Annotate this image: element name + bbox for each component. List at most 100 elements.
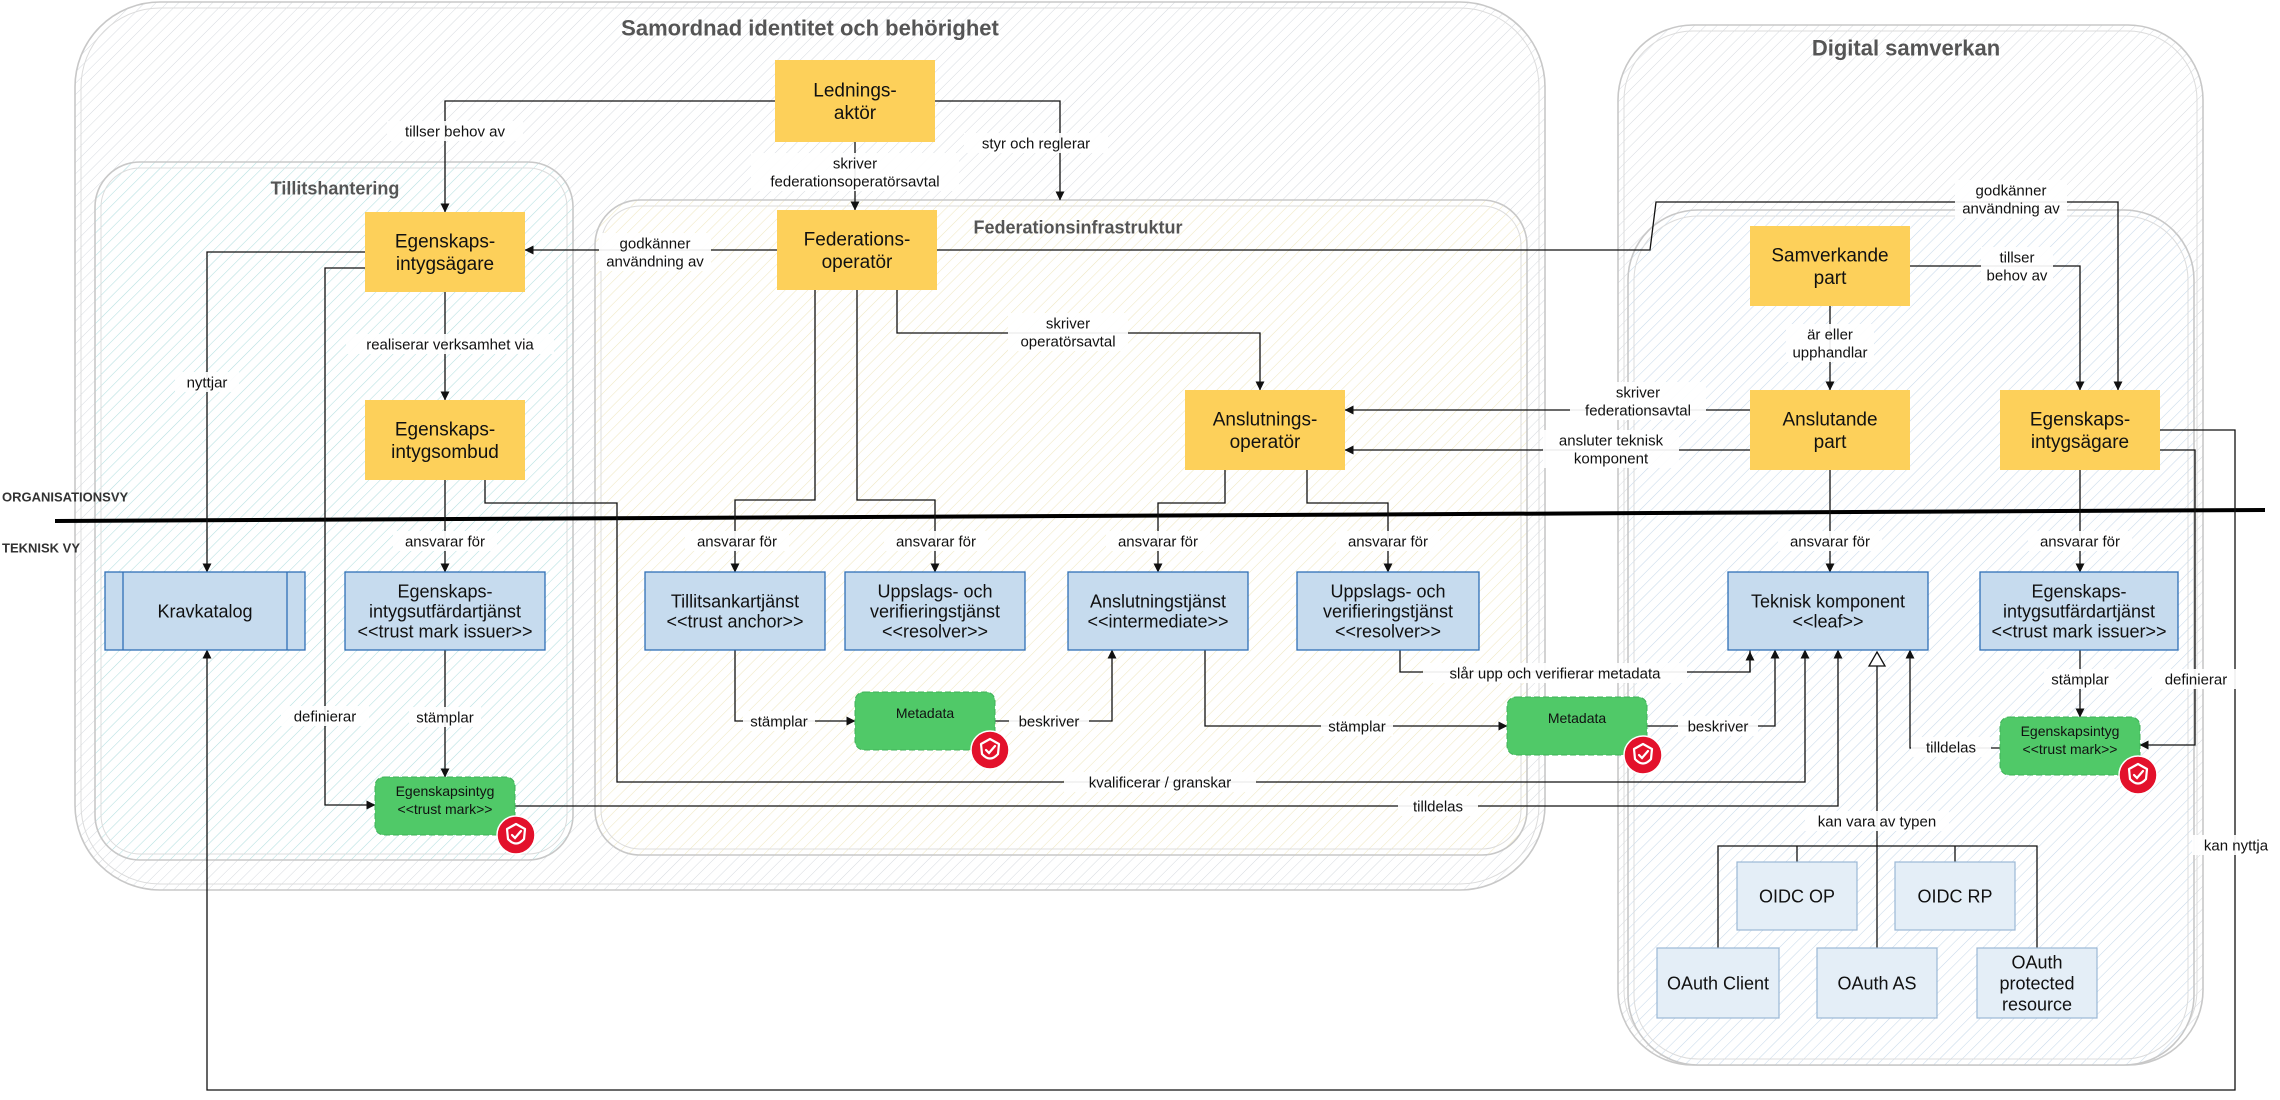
edge-label-text: tilldelas (1413, 798, 1463, 815)
node-label: Anslutningstjänst<<intermediate>> (1087, 591, 1228, 631)
node-box (1999, 716, 2141, 776)
edge-label-stamplar1: stämplar (409, 707, 481, 727)
edge-label-text: styr och reglerar (982, 135, 1090, 152)
node-ombud: Egenskaps-intygsombud (365, 400, 525, 480)
edge-label-text: stämplar (1328, 718, 1386, 735)
zone-title-digital: Digital samverkan (1812, 36, 2000, 61)
edge-label-ansvarar6: ansvarar för (1778, 531, 1882, 551)
zone-frame-inner (600, 205, 1522, 850)
node-label: Lednings-aktör (813, 80, 896, 123)
node-label: Metadata (896, 705, 955, 721)
seal-icon (970, 730, 1010, 770)
node-federationsoperator: Federations-operatör (777, 210, 937, 290)
node-utfardar1: Egenskaps-intygsutfärdartjänst<<trust ma… (344, 571, 546, 651)
seal-icon (496, 815, 536, 855)
node-box (1506, 696, 1648, 756)
edge-label-stamplar2: stämplar (2044, 669, 2116, 689)
edge-label-text: ansvarar för (1790, 533, 1870, 550)
edge-ombud-teknisk (484, 480, 1810, 783)
edge-label-text: kvalificerar / granskar (1089, 774, 1232, 791)
node-box (1894, 861, 2016, 931)
edge-agare2-krav (202, 429, 2236, 1091)
node-label: Kravkatalog (157, 601, 252, 621)
node-egenskapsagare1: Egenskaps-intygsägare (365, 212, 525, 292)
node-box (104, 571, 306, 651)
node-box (1976, 947, 2098, 1019)
edge-label-text: ansvarar för (405, 533, 485, 550)
node-box (374, 776, 516, 836)
node-tillitsankar: Tillitsankartjänst<<trust anchor>> (644, 571, 826, 651)
node-box (2000, 390, 2160, 470)
node-label: OAuth Client (1667, 973, 1769, 993)
label-organisationsvy: ORGANISATIONSVY (2, 490, 128, 505)
edge-label-kvalificerar: kvalificerar / granskar (1064, 772, 1256, 792)
zone-frame-inner (80, 7, 1540, 885)
edge-label-text: ansvarar för (697, 533, 777, 550)
node-box (365, 212, 525, 292)
edge-label-text: definierar (2165, 671, 2228, 688)
edge-agare2-intyg2 (2139, 449, 2196, 750)
node-box (844, 571, 1026, 651)
edge-label-definierar2: definierar (2152, 669, 2240, 689)
edge-label-text: stämplar (750, 713, 808, 730)
node-box (777, 210, 937, 290)
seal-icon (1623, 735, 1663, 775)
node-metadata2: Metadata (1506, 696, 1663, 775)
node-box (775, 60, 935, 142)
edge-label-ansvarar5: ansvarar för (1336, 531, 1440, 551)
node-box (1727, 571, 1929, 651)
node-egenskapsagare2: Egenskaps-intygsägare (2000, 390, 2160, 470)
node-box (1185, 390, 1345, 470)
seal-icon (2118, 755, 2158, 795)
node-kravkatalog: Kravkatalog (104, 571, 306, 651)
node-label: Anslutnings-operatör (1213, 409, 1318, 452)
edge-label-beskriver2: beskriver (1678, 716, 1758, 736)
edge-label-stamplar3: stämplar (743, 711, 815, 731)
zone-title-tillit: Tillitshantering (271, 178, 400, 198)
node-box (1296, 571, 1480, 651)
edge-label-ansvarar4: ansvarar för (1106, 531, 1210, 551)
node-oidcrp: OIDC RP (1894, 861, 2016, 931)
edge-label-text: tillser behov av (405, 123, 506, 140)
zone-frame-inner (100, 167, 568, 855)
edge-label-text: beskriver (1688, 718, 1749, 735)
node-label: Egenskaps-intygsägare (395, 231, 495, 274)
edge-label-styr: styr och reglerar (964, 133, 1108, 153)
edge-label-nyttjar1: nyttjar (175, 372, 239, 392)
edge-label-text: tilldelas (1926, 739, 1976, 756)
node-intyg1: Egenskapsintyg<<trust mark>> (374, 776, 536, 855)
edge-fedop-agare2 (937, 201, 2123, 391)
edge-label-ansvarar7: ansvarar för (2028, 531, 2132, 551)
edge-label-text: beskriver (1019, 713, 1080, 730)
node-box (1750, 390, 1910, 470)
zone-federation: Federationsinfrastruktur (594, 199, 1528, 856)
edge-ledning-fedinfra (935, 100, 1065, 201)
edge-label-tilldelas2: tilldelas (1911, 737, 1991, 757)
node-oauthas: OAuth AS (1816, 947, 1938, 1019)
edge-label-kan_nyttja: kan nyttja (2192, 835, 2280, 855)
node-label: Egenskapsintyg<<trust mark>> (2021, 723, 2120, 757)
edge-label-text: slår upp och verifierar metadata (1450, 665, 1662, 682)
node-oidcop: OIDC OP (1736, 861, 1858, 931)
node-box (854, 691, 996, 751)
edge-label-text: stämplar (2051, 671, 2109, 688)
node-box (344, 571, 546, 651)
